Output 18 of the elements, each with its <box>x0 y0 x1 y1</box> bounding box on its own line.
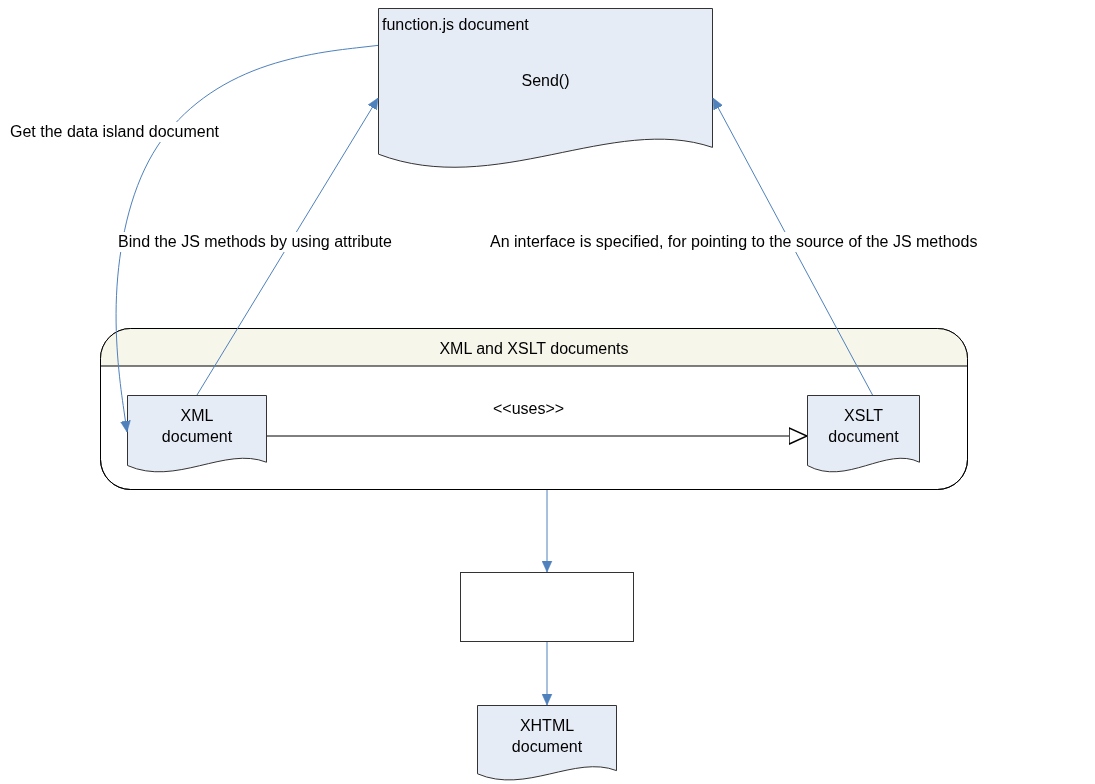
arrow <box>712 97 874 396</box>
arrow <box>266 427 808 445</box>
node-text: XSLT document <box>827 406 900 447</box>
group-container <box>100 328 968 490</box>
node-text: Send() <box>520 71 571 91</box>
node-text: XML document <box>160 406 234 447</box>
group-title: XML and XSLT documents <box>438 339 630 359</box>
process-box <box>460 572 634 642</box>
arrow <box>541 489 553 573</box>
edge-label: An interface is specified, for pointing to the source of the JS methods <box>488 232 980 252</box>
edge-label: Get the data island document <box>8 122 222 142</box>
arrow <box>115 44 379 433</box>
node-text: XHTML document <box>510 716 584 757</box>
document-shape <box>477 705 617 784</box>
arrow <box>196 97 379 396</box>
edge-label: Bind the JS methods by using attribute <box>116 232 394 252</box>
node-title: function.js document <box>382 16 529 34</box>
arrow <box>541 641 553 706</box>
